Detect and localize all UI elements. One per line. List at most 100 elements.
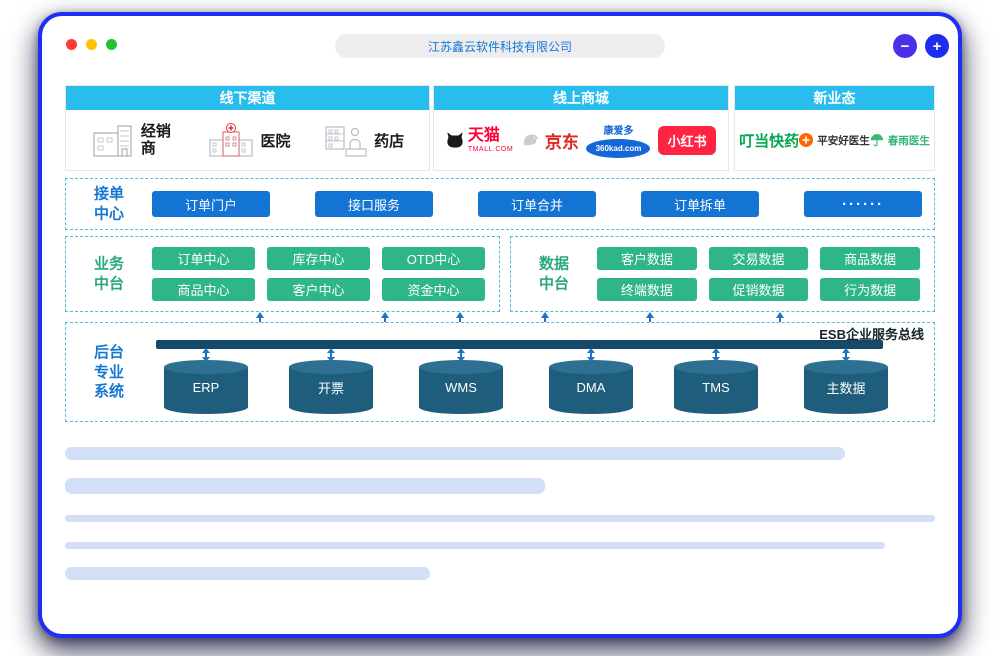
new-business-header: 新业态 (735, 86, 934, 110)
erp-database: ERP (164, 360, 248, 414)
inventory-center-button[interactable]: 库存中心 (267, 247, 370, 270)
business-platform-label: 业务 中台 (78, 255, 140, 294)
product-data-button[interactable]: 商品数据 (820, 247, 920, 270)
double-arrow (842, 348, 850, 362)
kad-logo: 康爱多 360kad.com (586, 122, 651, 158)
jd-dog-icon (523, 134, 538, 146)
erp-label: ERP (192, 379, 220, 395)
zoom-in-button[interactable]: + (925, 34, 949, 58)
pharmacy-icon (325, 126, 367, 157)
app-window: 江苏鑫云软件科技有限公司 − + 线下渠道 经销商 (38, 12, 962, 638)
online-mall-panel: 线上商城 天猫 TMALL.COM 京东 康爱多 360k (433, 85, 729, 171)
tmall-text: 天猫 TMALL.COM (467, 126, 514, 153)
hospital-label: 医院 (260, 132, 291, 150)
funds-center-button[interactable]: 资金中心 (382, 278, 485, 301)
offline-channels-header: 线下渠道 (66, 86, 429, 110)
order-center-band: 接单 中心 订单门户 接口服务 订单合并 订单拆单 ······ (65, 178, 935, 230)
data-platform-label: 数据 中台 (523, 255, 585, 294)
master-data-database: 主数据 (804, 360, 888, 414)
placeholder-bar (65, 542, 885, 549)
tmall-logo: 天猫 TMALL.COM (446, 126, 514, 153)
backend-systems-band: 后台 专业 系统 ESB企业服务总线 ERP 开票 WMS DMA TMS 主数… (65, 322, 935, 422)
pingan-logo: 平安好医生 (799, 133, 870, 148)
tmall-subtitle: TMALL.COM (467, 145, 514, 153)
order-center-button[interactable]: 订单中心 (152, 247, 255, 270)
kad-title: 康爱多 (603, 126, 634, 137)
order-center-buttons: 订单门户 接口服务 订单合并 订单拆单 ······ (152, 191, 922, 217)
customer-data-button[interactable]: 客户数据 (597, 247, 697, 270)
backend-label-line3: 系统 (93, 382, 124, 400)
placeholder-bar (65, 515, 935, 522)
interface-service-button[interactable]: 接口服务 (315, 191, 433, 217)
minimize-window-button[interactable] (86, 39, 97, 50)
backend-label-line1: 后台 (93, 343, 124, 361)
invoicing-label: 开票 (317, 380, 344, 396)
offline-channels-panel: 线下渠道 经销商 (65, 85, 430, 171)
business-platform-buttons: 订单中心 库存中心 OTD中心 商品中心 客户中心 资金中心 (152, 247, 485, 301)
double-arrow (202, 348, 210, 362)
double-arrow (327, 348, 335, 362)
data-platform-label-line2: 中台 (538, 275, 569, 292)
business-platform-label-line1: 业务 (93, 255, 124, 273)
placeholder-bar (65, 567, 430, 580)
chunyu-umbrella-icon (870, 134, 884, 147)
tmall-cat-icon (447, 132, 463, 148)
more-button[interactable]: ······ (804, 191, 922, 217)
backend-systems-label: 后台 专业 系统 (78, 343, 140, 402)
customer-center-button[interactable]: 客户中心 (267, 278, 370, 301)
double-arrow (712, 348, 720, 362)
behavior-data-button[interactable]: 行为数据 (820, 278, 920, 301)
data-platform-label-line1: 数据 (538, 255, 569, 273)
order-center-label-line2: 中心 (93, 205, 124, 222)
placeholder-bar (65, 447, 845, 460)
pharmacy-label: 药店 (374, 132, 405, 150)
transaction-data-button[interactable]: 交易数据 (708, 247, 809, 270)
close-window-button[interactable] (66, 39, 77, 50)
hospital-icon (209, 123, 253, 157)
dealer-building-icon (93, 125, 132, 157)
wms-label: WMS (445, 379, 477, 395)
xiaohongshu-logo: 小红书 (658, 125, 717, 155)
order-center-label: 接单 中心 (78, 185, 140, 224)
online-mall-body: 天猫 TMALL.COM 京东 康爱多 360kad.com 小红书 (434, 110, 728, 170)
placeholder-bar (65, 478, 545, 494)
tmall-title: 天猫 (467, 126, 500, 144)
order-merge-button[interactable]: 订单合并 (478, 191, 596, 217)
window-title: 江苏鑫云软件科技有限公司 (335, 34, 665, 58)
data-platform-buttons: 客户数据 交易数据 商品数据 终端数据 促销数据 行为数据 (597, 247, 920, 301)
new-business-panel: 新业态 叮当快药 平安好医生 春雨医生 (734, 85, 935, 171)
tms-database: TMS (674, 360, 758, 414)
invoicing-database: 开票 (289, 360, 373, 414)
tms-label: TMS (702, 379, 730, 395)
zoom-out-button[interactable]: − (893, 34, 917, 58)
otd-center-button[interactable]: OTD中心 (382, 247, 485, 270)
offline-channels-body: 经销商 医院 (66, 110, 429, 170)
promotion-data-button[interactable]: 促销数据 (708, 278, 809, 301)
kad-subtitle: 360kad.com (586, 139, 651, 158)
chunyu-logo: 春雨医生 (870, 133, 930, 148)
jd-logo: 京东 (521, 128, 579, 153)
order-portal-button[interactable]: 订单门户 (152, 191, 270, 217)
new-business-body: 叮当快药 平安好医生 春雨医生 (735, 110, 934, 170)
master-data-label: 主数据 (826, 380, 866, 396)
terminal-data-button[interactable]: 终端数据 (597, 278, 697, 301)
chunyu-title: 春雨医生 (887, 134, 930, 147)
order-split-button[interactable]: 订单拆单 (641, 191, 759, 217)
pingan-title: 平安好医生 (817, 134, 870, 147)
jd-title: 京东 (544, 132, 579, 152)
dealer-item: 经销商 (91, 123, 175, 158)
esb-bus-label: ESB企业服务总线 (819, 327, 924, 342)
data-platform-band: 数据 中台 客户数据 交易数据 商品数据 终端数据 促销数据 行为数据 (510, 236, 935, 312)
business-platform-label-line2: 中台 (93, 275, 124, 292)
backend-label-line2: 专业 (93, 363, 124, 381)
zoom-window-button[interactable] (106, 39, 117, 50)
hospital-item: 医院 (208, 123, 291, 157)
order-center-label-line1: 接单 (93, 185, 124, 203)
pingan-icon (799, 133, 814, 147)
wms-database: WMS (419, 360, 503, 414)
dingdang-logo: 叮当快药 (739, 132, 800, 150)
double-arrow (587, 348, 595, 362)
product-center-button[interactable]: 商品中心 (152, 278, 255, 301)
double-arrow (457, 348, 465, 362)
dma-label: DMA (576, 379, 606, 395)
